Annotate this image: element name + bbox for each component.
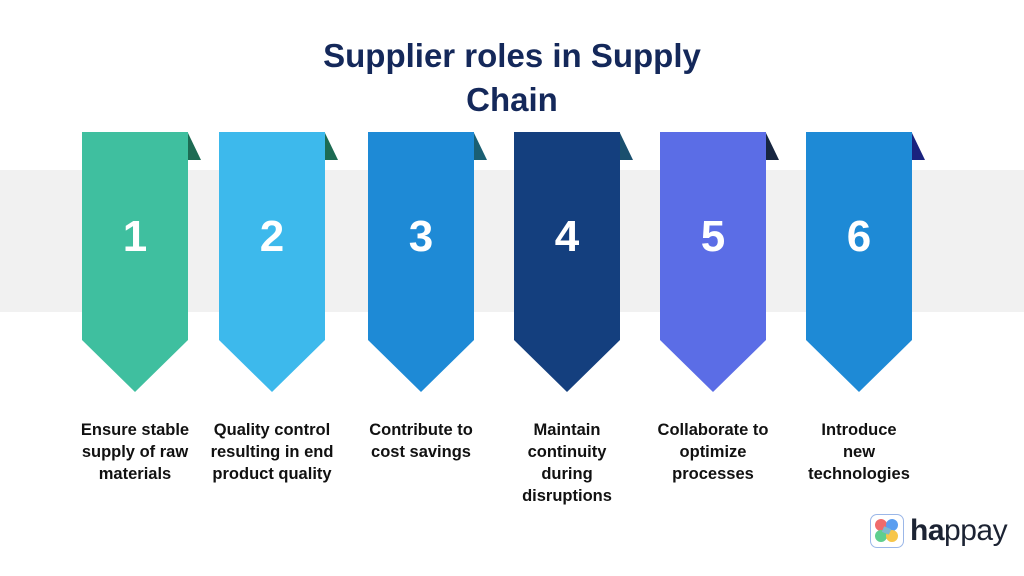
ribbon-shape [514, 132, 633, 392]
ribbon-shape [660, 132, 779, 392]
ribbon-5: 5 [660, 132, 779, 394]
role-label-line: Maintain [533, 421, 601, 439]
role-label-line: disruptions [522, 487, 612, 505]
role-label-line: continuity [527, 443, 607, 461]
role-label-line: supply of raw [81, 443, 189, 461]
ribbon-number: 6 [846, 212, 872, 261]
logo-text-bold: ha [910, 514, 945, 547]
happay-logo: happay [870, 514, 1008, 548]
role-label: Quality control resulting in end product q… [197, 419, 347, 485]
page-title: Supplier roles in Supply Chain [262, 34, 762, 122]
ribbon-shape [368, 132, 487, 392]
role-label-line: Collaborate to [657, 421, 769, 439]
role-label-line: new [842, 443, 876, 461]
role-label-line: cost savings [371, 443, 471, 461]
logo-text-light: ppay [944, 514, 1008, 547]
role-label-line: Contribute to [369, 421, 473, 439]
ribbon-number: 2 [259, 212, 285, 261]
role-label-line: optimize [679, 443, 747, 461]
role-label-line: resulting in end [210, 443, 334, 461]
role-label: Contribute to cost savings [346, 419, 496, 463]
ribbon-number: 1 [122, 212, 148, 261]
role-label-line: Ensure stable [80, 421, 190, 439]
role-label-line: during [541, 465, 593, 483]
logo-mark-icon [870, 514, 904, 548]
role-label: Introduce new technologies [784, 419, 934, 485]
ribbon-2: 2 [219, 132, 338, 394]
ribbon-1: 1 [82, 132, 201, 394]
role-label: Maintain continuity during disruptions [492, 419, 642, 507]
role-label-line: Quality control [213, 421, 331, 439]
ribbon-shape [219, 132, 338, 392]
role-label-line: technologies [808, 465, 910, 483]
role-label: Ensure stable supply of raw materials [60, 419, 210, 485]
role-label-line: processes [672, 465, 754, 483]
role-label-line: product quality [212, 465, 332, 483]
title-line-2: Chain [466, 81, 558, 118]
role-label-line: Introduce [821, 421, 897, 439]
ribbon-shape [806, 132, 925, 392]
role-label: Collaborate to optimize processes [638, 419, 788, 485]
ribbon-4: 4 [514, 132, 633, 394]
role-label-line: materials [98, 465, 172, 483]
ribbon-3: 3 [368, 132, 487, 394]
ribbon-number: 3 [408, 212, 434, 261]
ribbon-number: 5 [700, 212, 726, 261]
ribbon-shape [82, 132, 201, 392]
ribbon-number: 4 [554, 212, 580, 261]
ribbon-6: 6 [806, 132, 925, 394]
title-line-1: Supplier roles in Supply [323, 37, 701, 74]
